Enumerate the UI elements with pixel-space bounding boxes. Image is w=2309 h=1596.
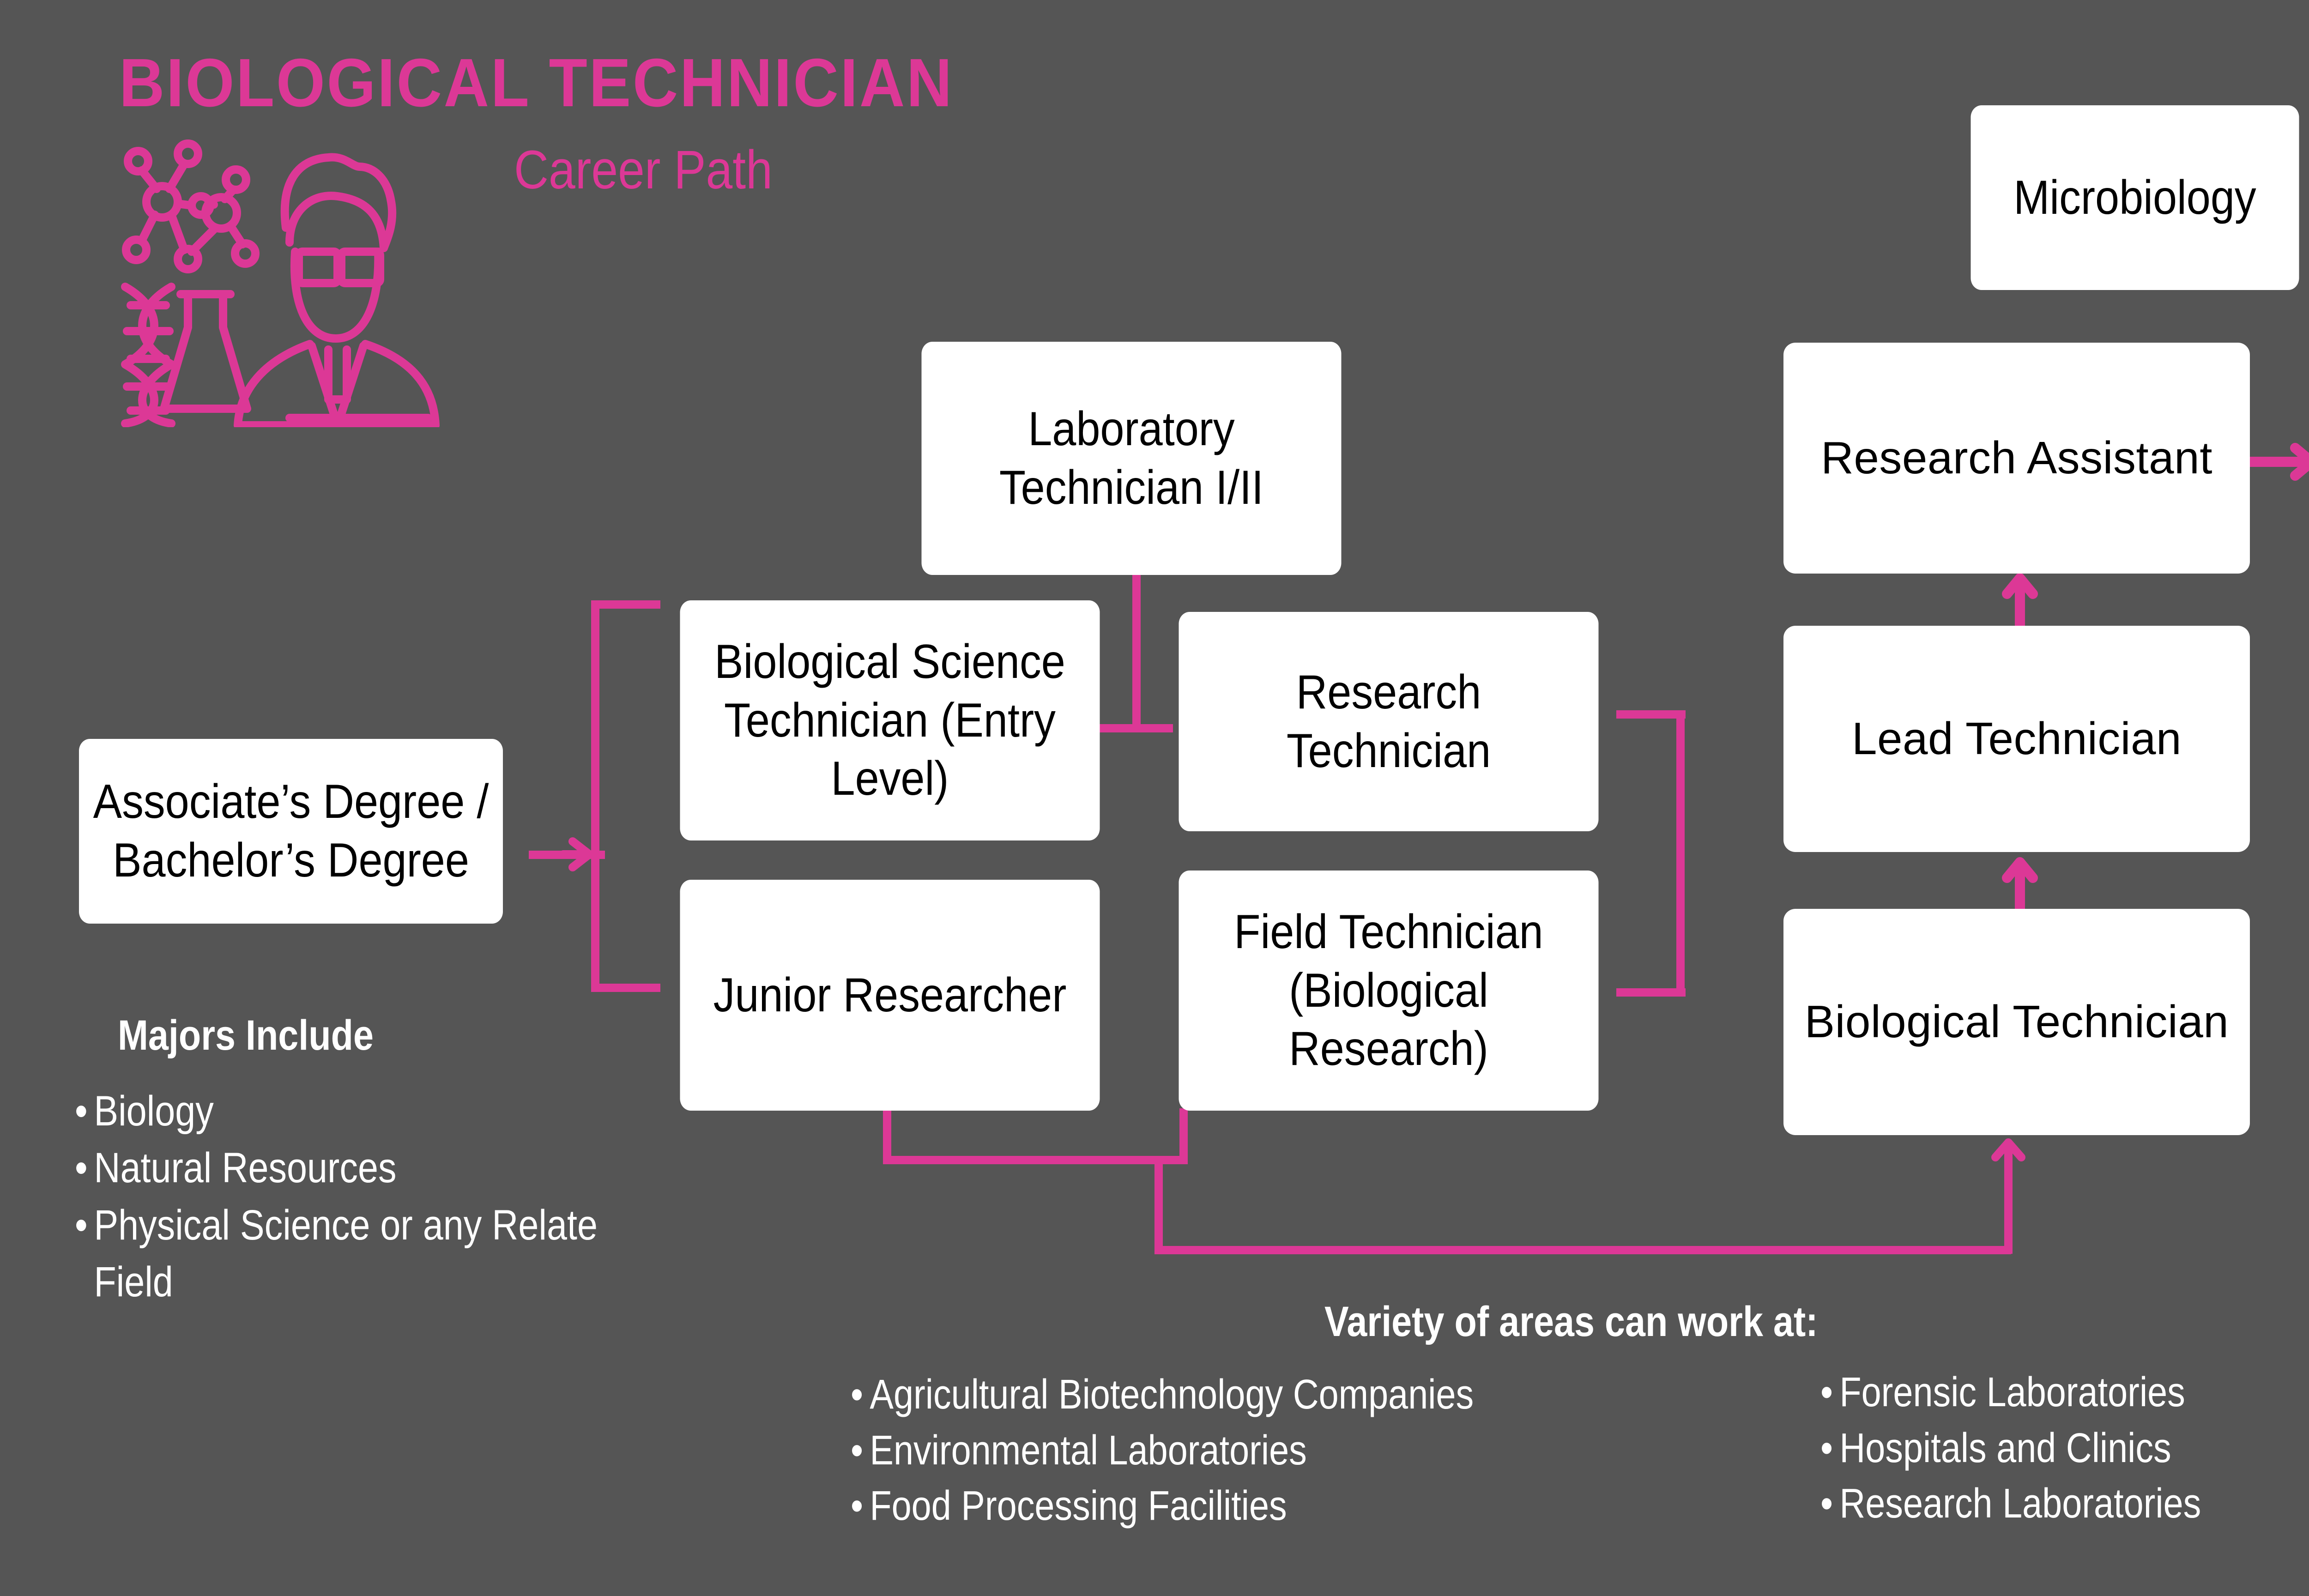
connector-right-bracket-vertical — [1676, 710, 1685, 997]
list-item: Food Processing Facilities — [845, 1478, 1679, 1534]
node-laboratory-technician[interactable]: Laboratory Technician I/II — [921, 342, 1342, 575]
connector-labtech-split-horizontal — [1099, 724, 1173, 732]
connector-junior-down — [883, 1108, 891, 1164]
node-field-technician[interactable]: Field Technician (Biological Research) — [1179, 871, 1599, 1111]
arrow-associates-to-bracket — [559, 827, 614, 882]
connector-bus-horizontal — [1154, 1246, 2011, 1254]
majors-heading: Majors Include — [118, 1012, 374, 1059]
list-item: Biology — [69, 1083, 617, 1140]
node-research-technician[interactable]: Research Technician — [1179, 612, 1599, 831]
list-item: Agricultural Biotechnology Companies — [845, 1367, 1679, 1423]
connector-bus-vertical — [1154, 1156, 1163, 1254]
list-item: Hospitals and Clinics — [1815, 1421, 2309, 1476]
node-biological-technician[interactable]: Biological Technician — [1783, 909, 2250, 1135]
list-item: Environmental Laboratories — [845, 1423, 1679, 1479]
work-areas-list-left: Agricultural Biotechnology Companies Env… — [845, 1367, 1815, 1534]
arrow-biotech-to-leadtech — [1993, 852, 2048, 923]
page-subtitle: Career Path — [514, 139, 773, 200]
list-item: Physical Science or any Relate Field — [69, 1197, 617, 1311]
scientist-dna-flask-icon — [99, 113, 506, 429]
connector-labtech-down — [1132, 575, 1141, 732]
page-title: BIOLOGICAL TECHNICIAN — [119, 45, 954, 121]
node-microbiology[interactable]: Microbiology — [1971, 105, 2299, 290]
connector-fieldtech-down — [1179, 1108, 1188, 1164]
connector-bracket-top-to-bioscience — [591, 600, 660, 609]
connector-bracket-vertical-left — [591, 600, 599, 992]
connector-researchtech-to-right-bracket — [1616, 710, 1686, 719]
node-lead-technician[interactable]: Lead Technician — [1783, 626, 2250, 852]
majors-list: Biology Natural Resources Physical Scien… — [69, 1083, 707, 1311]
connector-junior-horizontal — [883, 1156, 1188, 1164]
connector-bracket-bottom-to-junior — [591, 984, 660, 992]
list-item: Natural Resources — [69, 1140, 617, 1197]
node-biological-science-technician[interactable]: Biological Science Technician (Entry Lev… — [680, 600, 1100, 840]
arrow-bus-to-biological-technician — [1981, 1131, 2037, 1191]
arrow-research-assistant-to-specialization — [2243, 434, 2309, 490]
work-areas-heading: Variety of areas can work at: — [1324, 1298, 1818, 1345]
connector-fieldtech-to-right-bracket — [1616, 988, 1686, 997]
node-junior-researcher[interactable]: Junior Researcher — [680, 880, 1100, 1111]
work-areas-list-right: Forensic Laboratories Hospitals and Clin… — [1815, 1365, 2309, 1532]
connector-bus-up-to-biotech — [2004, 1173, 2013, 1254]
list-item: Research Laboratories — [1815, 1476, 2309, 1532]
list-item: Forensic Laboratories — [1815, 1365, 2309, 1421]
arrow-leadtech-to-research-assistant — [1993, 568, 2048, 639]
node-research-assistant[interactable]: Research Assistant — [1783, 343, 2250, 574]
node-associates-degree[interactable]: Associate’s Degree / Bachelor’s Degree — [79, 739, 503, 924]
